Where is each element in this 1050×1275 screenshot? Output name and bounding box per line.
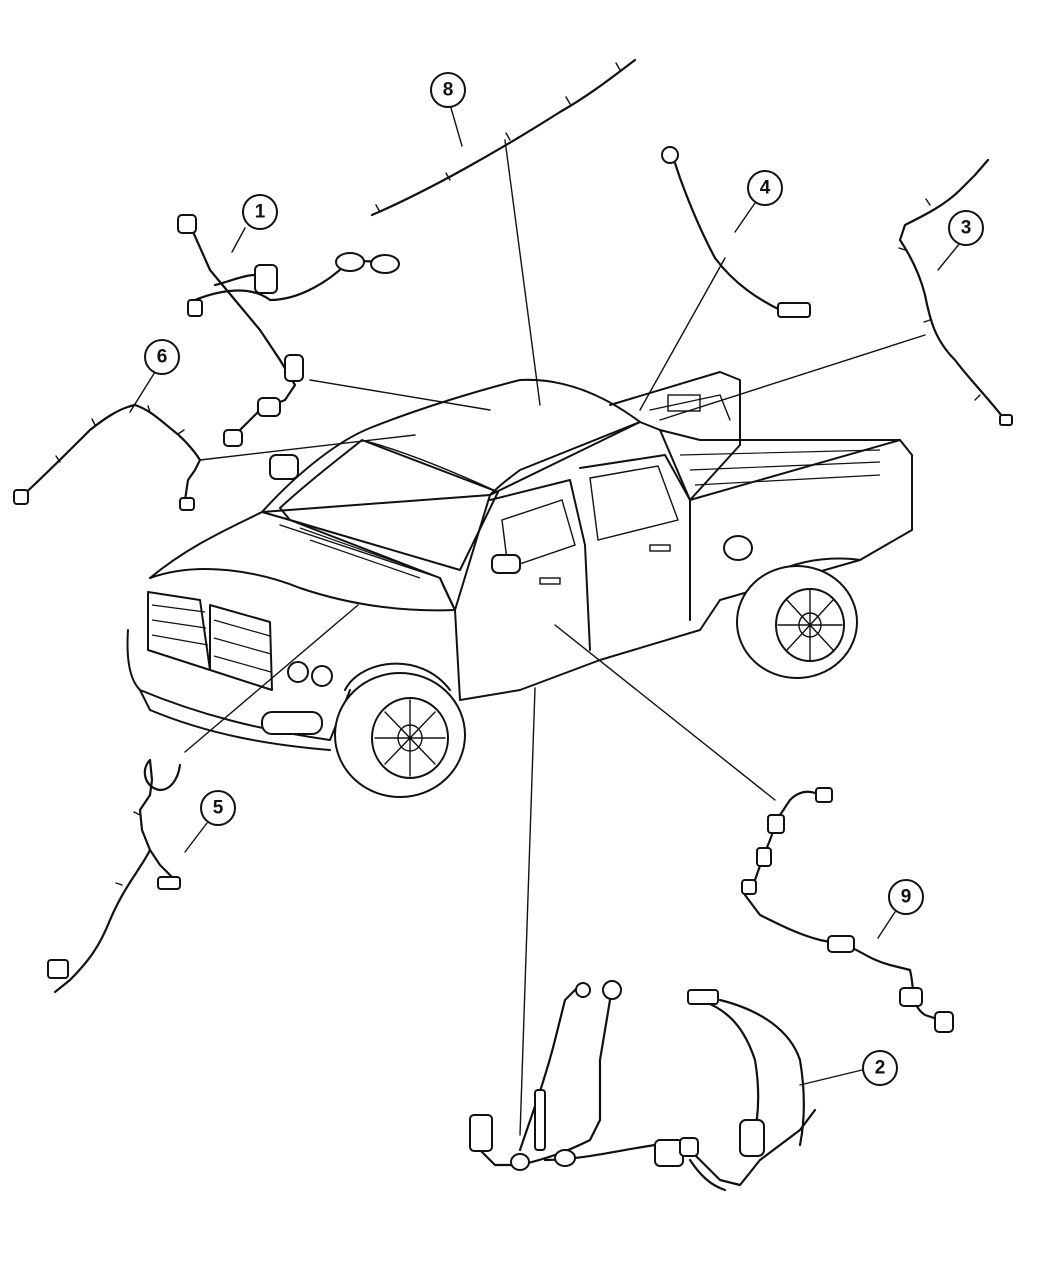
callout-8: 8 <box>430 72 466 108</box>
callout-1: 1 <box>242 194 278 230</box>
harness-8-antenna-cable <box>370 58 637 217</box>
harness-5-headlamp <box>47 758 182 994</box>
pickup-truck-illustration <box>126 371 913 798</box>
harness-6-headliner <box>13 403 202 511</box>
callout-9-label: 9 <box>901 887 912 908</box>
callout-2-label: 2 <box>875 1058 886 1079</box>
harness-3-bed <box>898 158 1013 426</box>
harness-9-rear-door <box>741 787 954 1033</box>
callout-5-label: 5 <box>213 798 224 819</box>
harness-4-ground-cable <box>661 146 811 318</box>
callout-6: 6 <box>144 339 180 375</box>
callout-6-label: 6 <box>157 347 168 368</box>
callout-9: 9 <box>888 879 924 915</box>
callout-3-label: 3 <box>961 218 972 239</box>
harness-2-body-floor <box>469 980 817 1192</box>
callout-4: 4 <box>747 170 783 206</box>
callout-1-label: 1 <box>255 202 266 223</box>
leader-lines <box>129 107 961 1136</box>
callout-2: 2 <box>862 1050 898 1086</box>
callout-4-label: 4 <box>760 178 771 199</box>
callout-8-label: 8 <box>443 80 454 101</box>
callout-3: 3 <box>948 210 984 246</box>
harness-1-overhead <box>177 214 400 447</box>
callout-5: 5 <box>200 790 236 826</box>
